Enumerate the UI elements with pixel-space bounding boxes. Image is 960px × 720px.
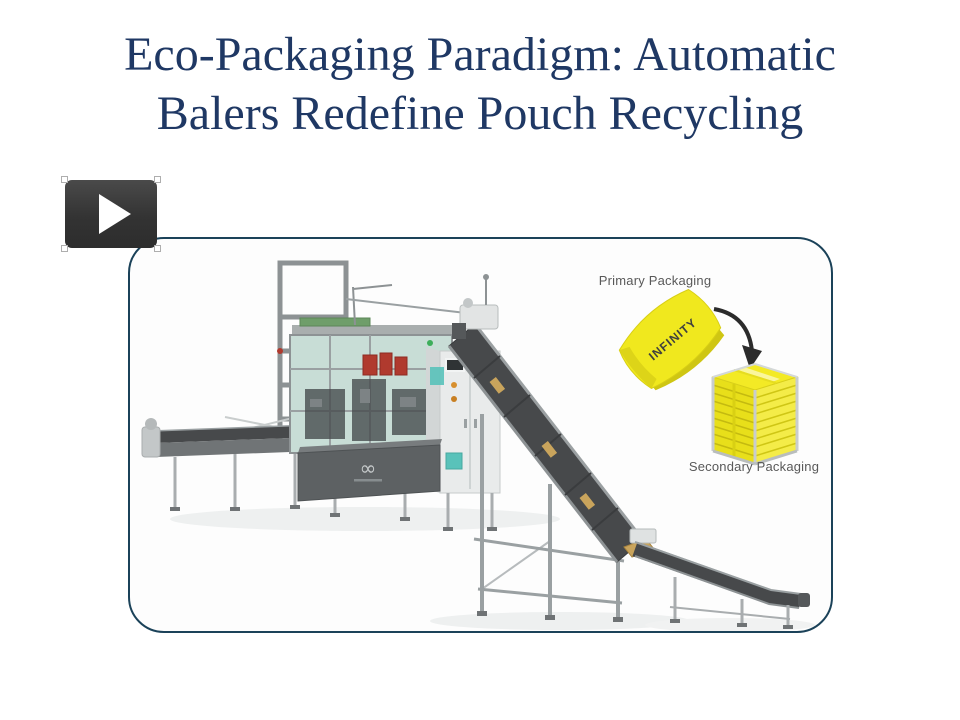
outfeed-conveyor xyxy=(623,528,810,629)
red-components xyxy=(362,352,408,376)
secondary-packaging-label: Secondary Packaging xyxy=(688,459,820,474)
selection-handle[interactable] xyxy=(154,245,161,252)
primary-packaging-label: Primary Packaging xyxy=(598,273,712,288)
machine-logo: ∞ xyxy=(360,456,377,480)
indicator-light xyxy=(451,382,457,388)
machine-figure-frame: ∞ xyxy=(128,237,833,633)
play-icon xyxy=(99,194,131,234)
ground-shadows xyxy=(170,507,815,631)
machine-illustration: ∞ xyxy=(141,260,815,631)
stack-frame xyxy=(711,377,799,464)
selection-handle[interactable] xyxy=(154,176,161,183)
selection-handle[interactable] xyxy=(61,176,68,183)
head-guard xyxy=(459,304,499,330)
tray-stack xyxy=(711,363,799,466)
teal-panel xyxy=(445,452,463,470)
video-play-button[interactable] xyxy=(61,176,161,252)
baler-machine xyxy=(277,284,467,454)
support-truss xyxy=(473,414,625,622)
hopper-unit: ∞ xyxy=(297,439,442,502)
indicator-light xyxy=(451,396,457,402)
incline-conveyor xyxy=(447,274,645,563)
flow-arrow-icon xyxy=(713,307,762,369)
primary-pouch: INFINITY xyxy=(618,288,725,391)
selection-handle[interactable] xyxy=(61,245,68,252)
slide-title: Eco-Packaging Paradigm: Automatic Balers… xyxy=(124,28,836,140)
pouches-on-belt xyxy=(489,377,596,510)
